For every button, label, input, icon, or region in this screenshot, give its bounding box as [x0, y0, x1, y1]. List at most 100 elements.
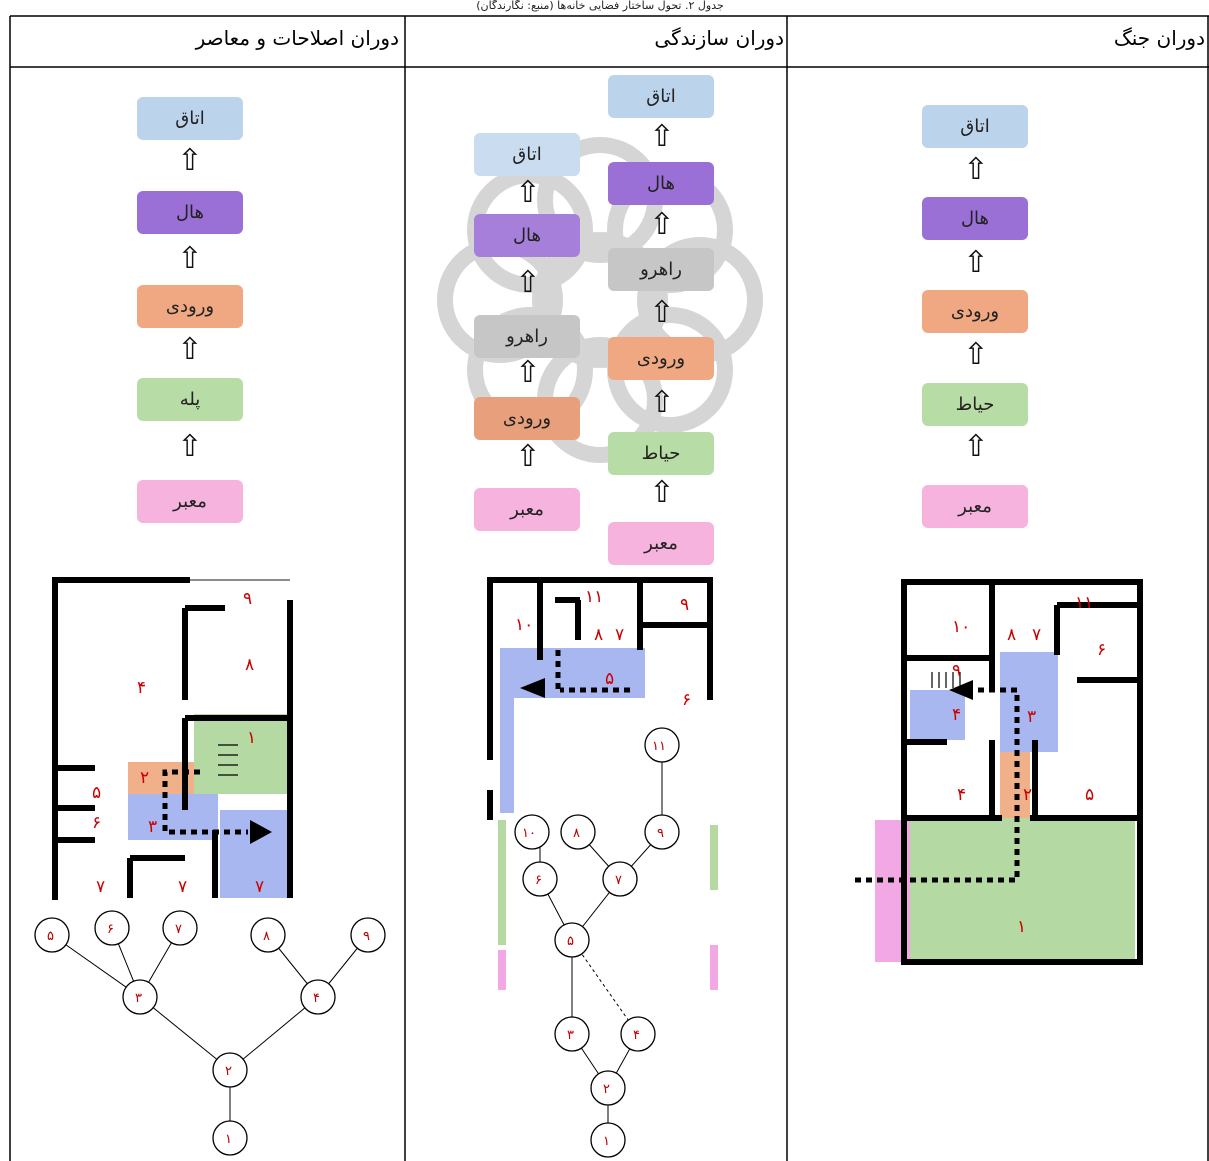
floor-plan-reform: ۹ ۸ ۴ ۱ ۲ ۵ ۶ ۳ ۷ ۷ ۷ ۱ ۲ ۳ ۴ ۵ ۶ ۷ ۸ ۹ — [34, 577, 386, 1156]
svg-text:۹: ۹ — [657, 826, 664, 841]
plan-label: ۷ — [178, 877, 187, 897]
flow-box-room: اتاق — [137, 97, 243, 140]
up-arrow-icon: ⇧ — [515, 175, 541, 210]
up-arrow-icon: ⇧ — [177, 429, 203, 464]
tree-node: ۳ — [122, 979, 158, 1015]
header-war-era: دوران جنگ — [1113, 26, 1205, 50]
tree-node: ۶ — [94, 910, 130, 946]
plan-label: ۶ — [92, 813, 101, 833]
up-arrow-icon: ⇧ — [515, 355, 541, 390]
plan-label: ۵ — [92, 783, 101, 803]
flow-box-room: اتاق — [922, 105, 1028, 148]
plan-label: ۸ — [1007, 625, 1016, 645]
path-arrowhead-icon — [520, 678, 545, 698]
flow-box-yard: حیاط — [922, 383, 1028, 426]
flow-box-corridor: راهرو — [608, 248, 714, 291]
svg-text:۲: ۲ — [225, 1064, 232, 1079]
tree-node: ۴ — [300, 979, 336, 1015]
svg-text:۱۰: ۱۰ — [522, 826, 536, 841]
flow-box-entry: ورودی — [137, 285, 243, 328]
up-arrow-icon: ⇧ — [515, 439, 541, 474]
flow-box-passage: معبر — [474, 488, 580, 531]
path-arrowhead-icon — [949, 680, 973, 700]
tree-node: ۲ — [212, 1052, 248, 1088]
plan-label: ۵ — [605, 669, 614, 689]
up-arrow-icon: ⇧ — [649, 207, 675, 242]
svg-text:۵: ۵ — [47, 929, 54, 944]
plan-label: ۶ — [1097, 640, 1106, 660]
svg-text:۳: ۳ — [567, 1028, 574, 1043]
tree-node: ۳ — [554, 1016, 590, 1052]
flow-box-hall: هال — [608, 162, 714, 205]
up-arrow-icon: ⇧ — [649, 295, 675, 330]
plan-label: ۷ — [615, 625, 624, 645]
floor-plan-construction: ۱۱ ۹ ۱۰ ۸ ۷ ۵ ۶ ۱ ۲ ۳ ۴ ۵ ۶ ۷ ۸ ۹ ۱۰ ۱۱ — [487, 577, 718, 1158]
tree-node: ۹ — [644, 814, 680, 850]
tree-node: ۱۱ — [644, 727, 680, 763]
svg-text:۵: ۵ — [567, 934, 574, 949]
plan-label: ۱ — [247, 728, 256, 748]
flow-box-passage: معبر — [608, 522, 714, 565]
plan-label: ۲ — [140, 768, 149, 788]
flow-box-entry: ورودی — [922, 290, 1028, 333]
plan-label: ۷ — [96, 877, 105, 897]
plan-label: ۴ — [137, 678, 146, 698]
up-arrow-icon: ⇧ — [963, 245, 989, 280]
svg-text:۸: ۸ — [263, 929, 270, 944]
flow-box-entry: ورودی — [474, 397, 580, 440]
plan-label: ۸ — [245, 655, 254, 675]
flow-box-room: اتاق — [474, 133, 580, 176]
flow-box-hall: هال — [137, 191, 243, 234]
svg-text:۴: ۴ — [313, 991, 320, 1006]
svg-text:۶: ۶ — [535, 873, 542, 888]
plan-label: ۲ — [1023, 785, 1032, 805]
tree-node: ۵ — [34, 917, 70, 953]
svg-text:۷: ۷ — [175, 922, 182, 937]
plan-zone-hall — [1000, 652, 1058, 752]
flow-box-room: اتاق — [608, 75, 714, 118]
svg-text:۸: ۸ — [573, 826, 580, 841]
svg-text:۲: ۲ — [603, 1082, 610, 1097]
svg-text:۳: ۳ — [135, 991, 142, 1006]
plan-zone-room — [910, 690, 965, 740]
svg-text:۱: ۱ — [603, 1134, 610, 1149]
plan-label: ۱۰ — [515, 615, 533, 635]
up-arrow-icon: ⇧ — [177, 332, 203, 367]
svg-text:۱۱: ۱۱ — [652, 739, 666, 754]
plan-label: ۹ — [680, 595, 689, 615]
table-caption: جدول ۲. تحول ساختار فضایی خانه‌ها (منبع:… — [476, 0, 724, 12]
plan-label: ۹ — [952, 661, 961, 681]
tree-node: ۱ — [590, 1122, 626, 1158]
floor-plan-war: ۱۱ ۱۰ ۸ ۷ ۶ ۹ ۴ ۳ ۴ ۲ ۵ ۱ — [855, 579, 1143, 965]
plan-label: ۱۱ — [1075, 593, 1093, 613]
plan-label: ۷ — [1032, 625, 1041, 645]
flow-box-corridor: راهرو — [474, 315, 580, 358]
plan-zone-stair — [194, 714, 290, 794]
plan-label: ۳ — [1027, 707, 1036, 727]
up-arrow-icon: ⇧ — [963, 152, 989, 187]
svg-text:۶: ۶ — [107, 922, 114, 937]
flow-box-entry: ورودی — [608, 337, 714, 380]
tree-node: ۵ — [554, 922, 590, 958]
plan-label: ۴ — [952, 705, 961, 725]
header-construction-era: دوران سازندگی — [654, 26, 784, 50]
tree-node: ۴ — [620, 1016, 656, 1052]
header-reform-era: دوران اصلاحات و معاصر — [195, 26, 399, 50]
tree-node: ۷ — [162, 910, 198, 946]
flow-box-yard: حیاط — [608, 432, 714, 475]
up-arrow-icon: ⇧ — [963, 337, 989, 372]
up-arrow-icon: ⇧ — [963, 429, 989, 464]
svg-text:۱: ۱ — [225, 1132, 232, 1147]
flow-box-hall: هال — [922, 197, 1028, 240]
up-arrow-icon: ⇧ — [649, 385, 675, 420]
plan-label: ۱ — [1017, 917, 1026, 937]
tree-node: ۶ — [522, 861, 558, 897]
svg-text:۷: ۷ — [615, 873, 622, 888]
plan-label: ۵ — [1085, 785, 1094, 805]
plan-label: ۴ — [957, 785, 966, 805]
plan-label: ۹ — [243, 589, 252, 609]
svg-text:۹: ۹ — [363, 929, 370, 944]
plan-label: ۱۰ — [952, 617, 970, 637]
flow-box-passage: معبر — [922, 485, 1028, 528]
